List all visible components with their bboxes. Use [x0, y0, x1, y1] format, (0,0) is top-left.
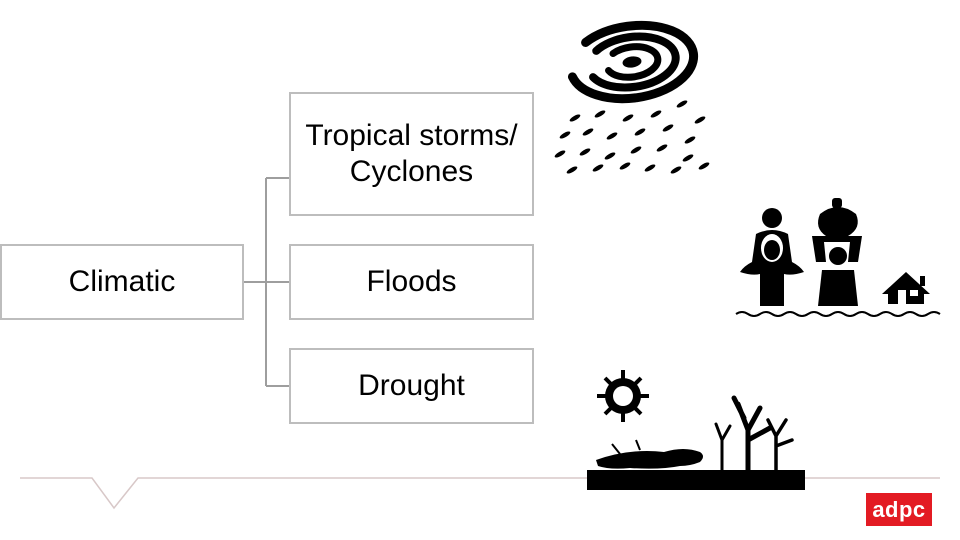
node-floods: Floods [289, 244, 534, 320]
node-label: Climatic [68, 265, 176, 298]
node-climatic: Climatic [0, 244, 244, 320]
drought-sun-dead-trees-icon [587, 370, 805, 490]
adpc-logo: adpc [866, 493, 932, 526]
node-label: Drought [358, 369, 465, 402]
flood-people-house-icon [735, 198, 941, 317]
node-drought: Drought [289, 348, 534, 424]
node-tropical-storms: Tropical storms/ Cyclones [289, 92, 534, 216]
cyclone-rain-icon [554, 20, 710, 174]
node-label: Floods [366, 265, 457, 298]
bottom-divider [20, 477, 940, 510]
node-label: Tropical storms/ Cyclones [305, 119, 518, 188]
